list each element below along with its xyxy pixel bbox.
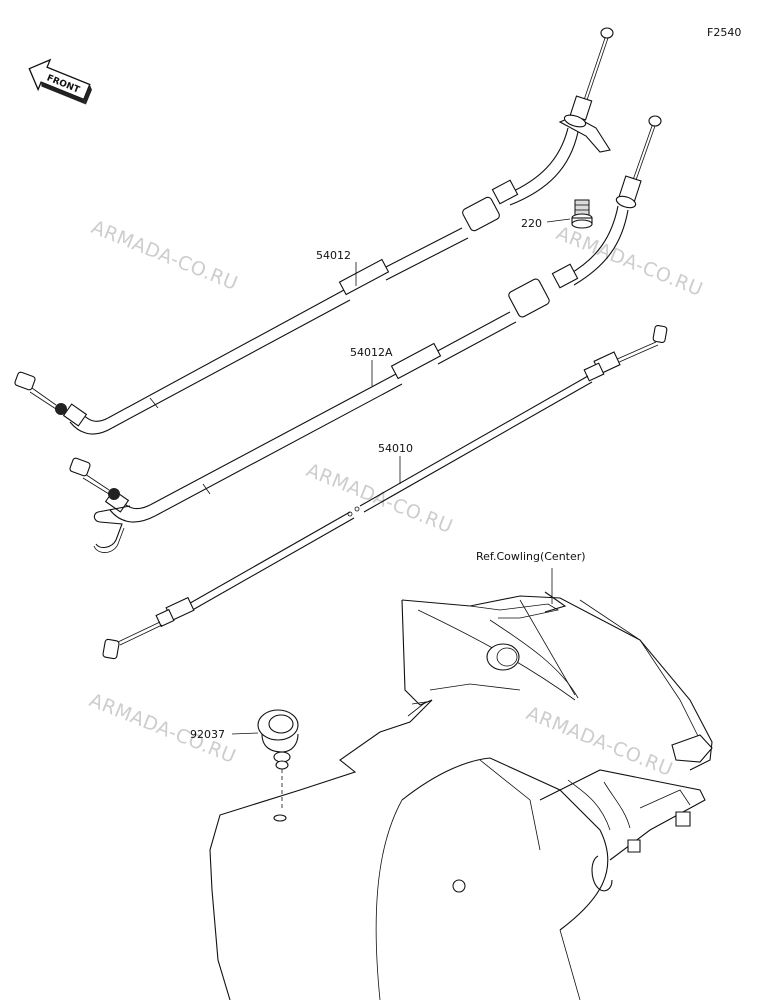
label-220: 220 [521,217,542,230]
watermark-1: ARMADA-CO.RU [88,216,241,295]
part-labels: 54012 54012A 54010 220 92037 Ref.Cowling… [190,217,586,741]
front-arrow-icon: FRONT [28,58,92,105]
watermark-5: ARMADA-CO.RU [523,702,676,781]
cable-54010 [102,325,668,660]
label-ref-cowling: Ref.Cowling(Center) [476,550,586,563]
cowling-center [209,568,713,1000]
grommet-92037 [257,709,299,822]
cable-54012a [69,115,662,553]
label-54012a: 54012A [350,346,393,359]
label-92037: 92037 [190,728,225,741]
watermarks: ARMADA-CO.RU ARMADA-CO.RU ARMADA-CO.RU A… [86,216,706,781]
label-54012: 54012 [316,249,351,262]
bolt-220 [571,199,593,229]
cable-54012 [14,27,614,435]
label-54010: 54010 [378,442,413,455]
figure-code: F2540 [707,26,741,39]
watermark-2: ARMADA-CO.RU [553,222,706,301]
